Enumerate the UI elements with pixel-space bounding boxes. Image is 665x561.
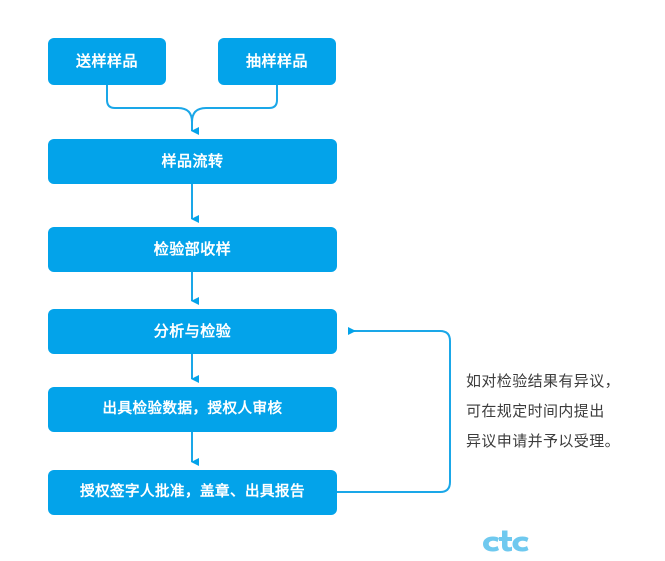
node-sample-transfer[interactable]: 样品流转 [48, 139, 337, 184]
node-sampled-sample[interactable]: 抽样样品 [218, 38, 336, 85]
feedback-loop-annotation: 如对检验结果有异议， 可在规定时间内提出 异议申请并予以受理。 [466, 367, 646, 457]
connector-feedback-loop [337, 327, 451, 493]
node-submit-sample[interactable]: 送样样品 [48, 38, 166, 85]
annotation-line-2: 可在规定时间内提出 [466, 403, 605, 420]
ctc-logo [481, 529, 529, 553]
node-inspection-receive[interactable]: 检验部收样 [48, 227, 337, 272]
annotation-line-3: 异议申请并予以受理。 [466, 433, 621, 450]
ctc-logo-icon [483, 530, 529, 552]
connector-sampled-to-merge [191, 85, 278, 123]
node-analysis-test[interactable]: 分析与检验 [48, 309, 337, 354]
node-label: 授权签字人批准，盖章、出具报告 [80, 484, 305, 501]
connector-submit-to-merge [106, 85, 193, 123]
node-approve-report[interactable]: 授权签字人批准，盖章、出具报告 [48, 470, 337, 515]
node-label: 抽样样品 [245, 53, 308, 70]
node-label: 样品流转 [161, 153, 224, 170]
node-label: 检验部收样 [153, 241, 232, 258]
node-issue-data[interactable]: 出具检验数据，授权人审核 [48, 387, 337, 432]
node-label: 出具检验数据，授权人审核 [102, 401, 283, 418]
node-label: 分析与检验 [153, 323, 232, 340]
node-label: 送样样品 [75, 53, 138, 70]
annotation-line-1: 如对检验结果有异议， [466, 373, 621, 390]
